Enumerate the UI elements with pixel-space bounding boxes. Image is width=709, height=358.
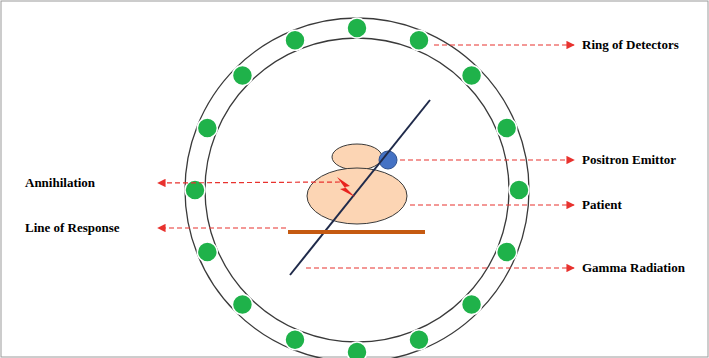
detector (409, 330, 429, 350)
leader-arrow (158, 182, 340, 183)
callout-label: Annihilation (25, 176, 95, 190)
detector (497, 242, 517, 262)
leader-arrow (158, 227, 286, 228)
callout-label: Gamma Radiation (582, 261, 685, 275)
detector (232, 65, 252, 85)
callout-label: Line of Response (25, 221, 120, 235)
annihilation-bolt (337, 177, 355, 197)
leader-arrow (306, 267, 574, 268)
detector (347, 18, 367, 38)
callout-label: Ring of Detectors (582, 38, 679, 52)
detector (462, 295, 482, 315)
detector (197, 118, 217, 138)
callout-label: Positron Emittor (582, 153, 676, 167)
detector (462, 65, 482, 85)
detector (497, 118, 517, 138)
detector (232, 295, 252, 315)
line-of-response-bar (288, 230, 425, 234)
outer-ring (185, 18, 529, 358)
leader-arrow (410, 204, 574, 205)
leader-arrow (434, 44, 574, 45)
detector (509, 180, 529, 200)
callout-label: Patient (582, 198, 622, 212)
patient-body (307, 168, 407, 224)
detector (347, 342, 367, 358)
detector (409, 30, 429, 50)
detector (197, 242, 217, 262)
inner-ring (205, 38, 509, 342)
patient-head (332, 144, 382, 170)
leader-arrows (158, 45, 574, 268)
leader-arrow (400, 159, 574, 160)
detector-dots (185, 18, 529, 358)
detector (285, 30, 305, 50)
detector (285, 330, 305, 350)
gamma-ray (290, 100, 430, 275)
